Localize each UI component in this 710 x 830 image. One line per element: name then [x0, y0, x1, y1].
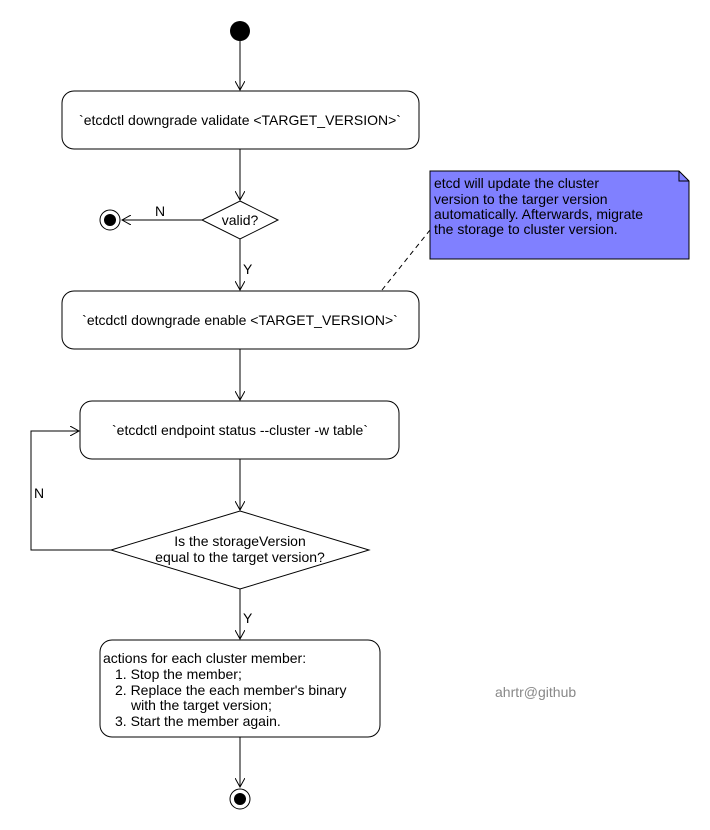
end-node-invalid-inner — [104, 214, 116, 226]
activity-status-label: `etcdctl endpoint status --cluster -w ta… — [112, 422, 368, 438]
note-connector — [381, 229, 431, 291]
flow-storage-no-loop — [30, 431, 111, 551]
note-line-4: the storage to cluster version. — [434, 221, 618, 237]
note-line-1: etcd will update the cluster — [434, 175, 599, 191]
end-node-inner — [234, 793, 246, 805]
activity-actions-step-3: 3. Start the member again. — [115, 713, 281, 729]
decision-storage-yes-label: Y — [243, 610, 253, 626]
decision-storage-question-line-2: equal to the target version? — [155, 549, 325, 565]
watermark-text: ahrtr@github — [495, 684, 576, 700]
note-line-3: automatically. Afterwards, migrate — [434, 206, 643, 222]
note-line-2: version to the targer version — [434, 191, 608, 207]
activity-validate-label: `etcdctl downgrade validate <TARGET_VERS… — [79, 112, 401, 128]
note-box — [429, 170, 690, 260]
decision-valid-question: valid? — [222, 212, 259, 228]
decision-storage-no-label: N — [34, 485, 44, 501]
start-node — [230, 21, 250, 41]
decision-storage-question-line-1: Is the storageVersion — [174, 533, 306, 549]
decision-valid-no-label: N — [155, 203, 165, 219]
activity-actions-step-2-cont: with the target version; — [130, 697, 272, 713]
note-fold — [678, 171, 689, 182]
decision-valid-yes-label: Y — [243, 261, 253, 277]
activity-actions-step-1: 1. Stop the member; — [115, 666, 242, 682]
activity-actions-step-2: 2. Replace the each member's binary — [115, 682, 346, 698]
activity-actions-title: actions for each cluster member: — [103, 650, 306, 666]
activity-enable-label: `etcdctl downgrade enable <TARGET_VERSIO… — [82, 312, 398, 328]
